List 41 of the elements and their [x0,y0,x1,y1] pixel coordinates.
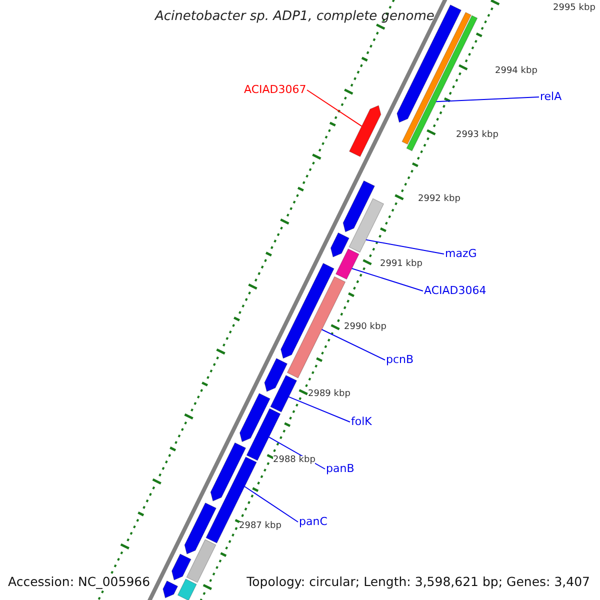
gene-block [348,105,382,158]
gene-label: mazG [445,248,477,260]
leader-line [321,329,386,360]
gene-block [280,262,334,359]
leader-line [244,486,298,522]
scale-label: 2989 kbp [308,390,350,400]
gene-block [184,502,217,554]
map-title: Acinetobacter sp. ADP1, complete genome [155,10,434,24]
scale-label: 2992 kbp [418,195,460,205]
gene-label: ACIAD3067 [244,84,306,96]
leader-line [306,90,362,127]
scale-label: 2993 kbp [456,131,498,141]
scale-label: 2991 kbp [380,260,422,270]
gene-block [186,539,216,583]
gene-label: pcnB [386,354,414,366]
gene-block [270,374,298,412]
gene-label: ACIAD3064 [424,285,486,298]
gene-label: relA [540,91,562,104]
scale-label: 2988 kbp [273,456,316,466]
scale-label: 2995 kbp [553,4,596,14]
gene-block [239,393,270,442]
gene-block [342,180,376,232]
gene-block [172,554,192,580]
gene-block [264,358,288,392]
info-text: Accession: NC_005966 [6,575,152,589]
gene-block [177,578,197,600]
scale-label: 2994 kbp [495,67,538,77]
scale-label: 2990 kbp [344,323,386,333]
gene-block [348,198,384,253]
gene-block [162,580,178,598]
scale-label: 2987 kbp [239,522,282,532]
gene-block [210,442,246,502]
gene-label: panC [299,516,328,528]
info-text: Topology: circular; Length: 3,598,621 bp; Genes: 3,407 [244,575,592,589]
leader-line [366,239,444,254]
leader-line [288,396,350,422]
gene-block [286,276,346,378]
gene-block [335,248,360,280]
gene-label: panB [326,463,354,476]
gene-label: folK [351,416,372,428]
leader-line [351,268,424,292]
